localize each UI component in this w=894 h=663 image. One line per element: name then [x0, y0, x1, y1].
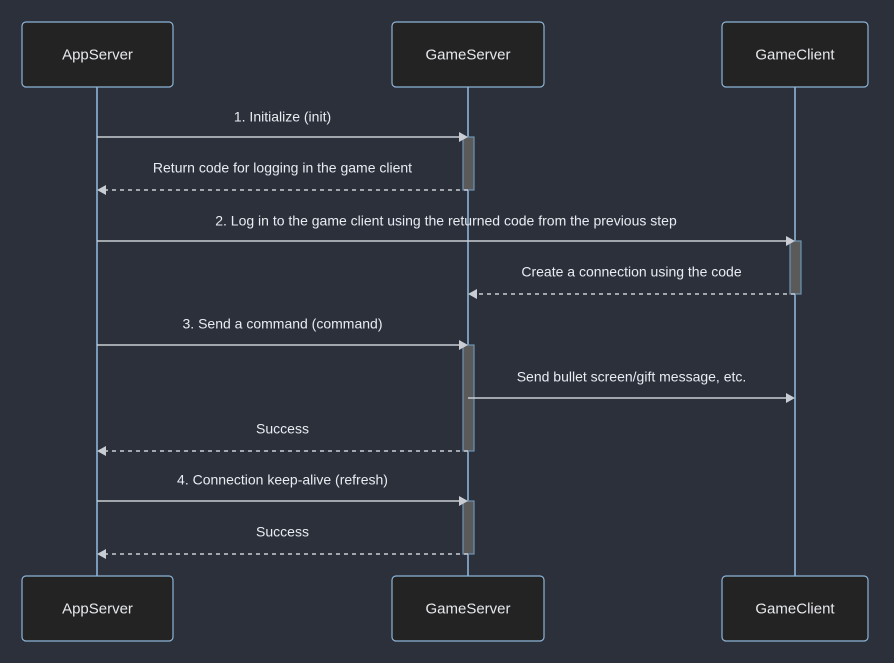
participant-box-app-bottom[interactable]	[21, 575, 174, 642]
participant-app-top[interactable]: AppServer	[21, 21, 174, 88]
message-3: 2. Log in to the game client using the r…	[97, 213, 795, 246]
message-arrowhead-9	[97, 549, 106, 559]
message-arrowhead-5	[459, 340, 468, 350]
participant-box-app-top[interactable]	[21, 21, 174, 88]
message-label-2: Return code for logging in the game clie…	[153, 160, 412, 176]
message-arrowhead-4	[468, 289, 477, 299]
participant-box-gameserver-top[interactable]	[391, 21, 545, 88]
participant-label-gameclient-top: GameClient	[755, 46, 835, 63]
participant-label-gameserver-bottom: GameServer	[425, 600, 510, 617]
message-8: 4. Connection keep-alive (refresh)	[97, 472, 468, 506]
participant-label-app-bottom: AppServer	[62, 600, 133, 617]
message-arrowhead-1	[459, 132, 468, 142]
message-label-1: 1. Initialize (init)	[234, 109, 331, 125]
message-arrowhead-3	[786, 236, 795, 246]
message-arrowhead-7	[97, 446, 106, 456]
participant-gameserver-top[interactable]: GameServer	[391, 21, 545, 88]
participant-label-gameserver-top: GameServer	[425, 46, 510, 63]
message-4: Create a connection using the code	[468, 264, 795, 299]
message-label-5: 3. Send a command (command)	[183, 316, 383, 332]
participant-box-gameclient-bottom[interactable]	[721, 575, 869, 642]
actors-bottom-group: AppServer GameServer GameClient	[21, 575, 869, 642]
message-5: 3. Send a command (command)	[97, 316, 468, 350]
message-arrowhead-6	[786, 393, 795, 403]
messages-group: 1. Initialize (init) Return code for logg…	[97, 109, 795, 559]
message-label-8: 4. Connection keep-alive (refresh)	[177, 472, 388, 488]
message-1: 1. Initialize (init)	[97, 109, 468, 142]
activation-bar-gameserver	[462, 500, 475, 555]
participant-label-gameclient-bottom: GameClient	[755, 600, 835, 617]
participant-gameserver-bottom[interactable]: GameServer	[391, 575, 545, 642]
activation-bar-gameserver	[462, 136, 475, 191]
message-7: Success	[97, 421, 468, 456]
participant-gameclient-bottom[interactable]: GameClient	[721, 575, 869, 642]
message-label-9: Success	[256, 524, 309, 540]
message-label-7: Success	[256, 421, 309, 437]
message-arrowhead-2	[97, 185, 106, 195]
message-2: Return code for logging in the game clie…	[97, 160, 468, 195]
participant-box-gameserver-bottom[interactable]	[391, 575, 545, 642]
participant-app-bottom[interactable]: AppServer	[21, 575, 174, 642]
activation-bar-gameclient	[789, 240, 802, 295]
actors-top-group: AppServer GameServer GameClient	[21, 21, 869, 88]
participant-box-gameclient-top[interactable]	[721, 21, 869, 88]
message-6: Send bullet screen/gift message, etc.	[468, 369, 795, 403]
message-label-3: 2. Log in to the game client using the r…	[215, 213, 677, 229]
message-label-6: Send bullet screen/gift message, etc.	[517, 369, 747, 385]
message-arrowhead-8	[459, 496, 468, 506]
message-9: Success	[97, 524, 468, 559]
participant-gameclient-top[interactable]: GameClient	[721, 21, 869, 88]
message-label-4: Create a connection using the code	[521, 264, 741, 280]
participant-label-app-top: AppServer	[62, 46, 133, 63]
